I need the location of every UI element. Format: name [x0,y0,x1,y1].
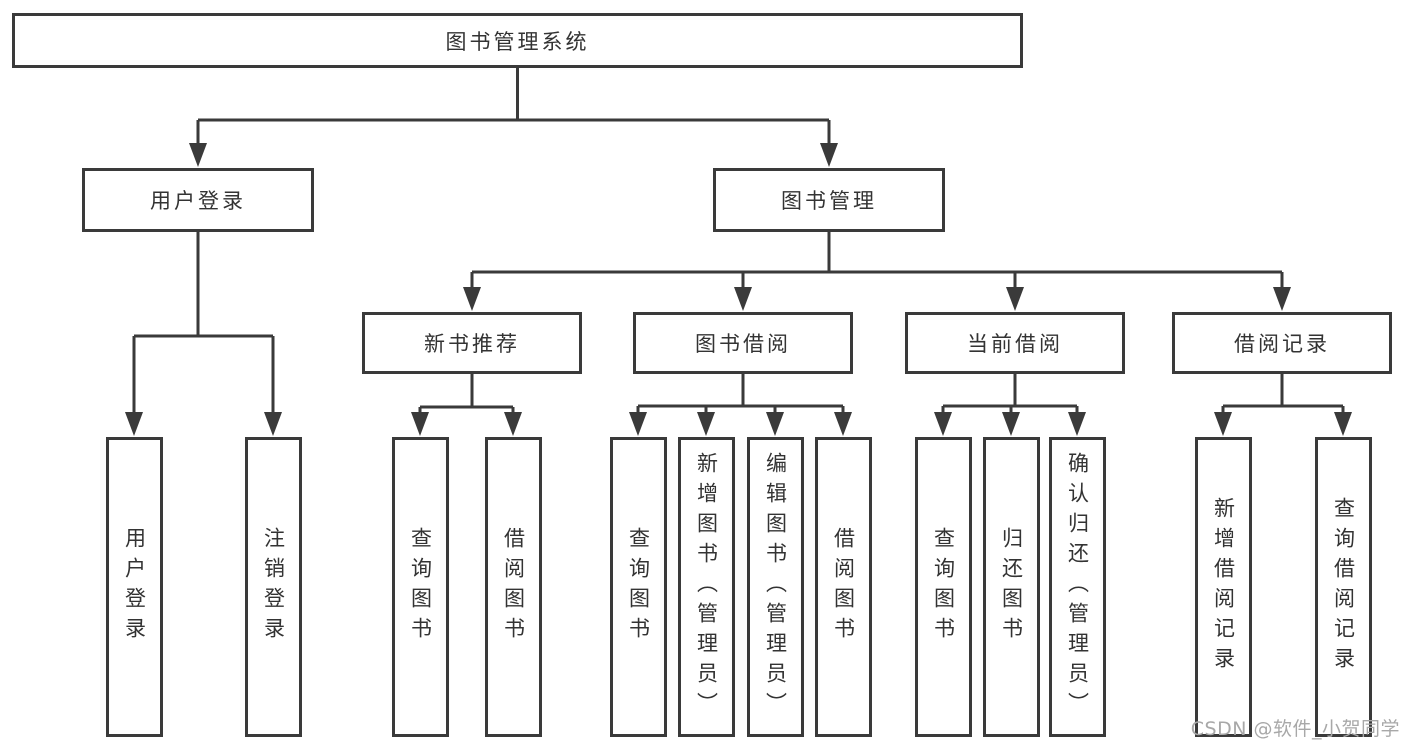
arrowhead [734,287,752,311]
leaf-label: 确认归还（管理员） [1065,452,1090,722]
node-label: 新书推荐 [424,332,520,356]
node-label: 当前借阅 [967,332,1063,356]
leaf-label: 归还图书 [999,527,1024,647]
arrowhead [820,143,838,167]
arrowhead [1002,412,1020,436]
leaf-query-borrow-record: 查询借阅记录 [1314,437,1372,737]
leaf-label: 新增借阅记录 [1211,497,1236,677]
leaf-label: 编辑图书（管理员） [763,452,788,722]
node-user-login: 用户登录 [82,168,314,232]
leaf-label: 注销登录 [261,527,286,647]
leaf-query-books-borrow: 查询图书 [609,437,667,737]
arrowhead [1006,287,1024,311]
arrowhead [125,412,143,436]
leaf-add-borrow-record: 新增借阅记录 [1194,437,1252,737]
arrowhead [463,287,481,311]
node-label: 借阅记录 [1234,332,1330,356]
arrowhead [1334,412,1352,436]
leaf-return-book: 归还图书 [982,437,1040,737]
node-label: 图书管理系统 [445,29,590,54]
node-current-borrow: 当前借阅 [905,312,1125,374]
leaf-label: 查询图书 [408,527,433,647]
leaf-edit-book-admin: 编辑图书（管理员） [746,437,804,737]
arrowhead [189,143,207,167]
leaf-query-books-recommend: 查询图书 [391,437,449,737]
node-borrow-records: 借阅记录 [1172,312,1392,374]
arrowhead [834,412,852,436]
leaf-borrow-books-recommend: 借阅图书 [484,437,542,737]
leaf-label: 借阅图书 [501,527,526,647]
leaf-user-login: 用户登录 [105,437,163,737]
leaf-label: 借阅图书 [831,527,856,647]
leaf-confirm-return-admin: 确认归还（管理员） [1048,437,1106,737]
arrowhead [1214,412,1232,436]
leaf-label: 查询图书 [931,527,956,647]
arrowhead [697,412,715,436]
node-label: 图书管理 [781,189,877,213]
node-label: 图书借阅 [695,332,791,356]
leaf-label: 新增图书（管理员） [694,452,719,722]
leaf-label: 用户登录 [122,527,147,647]
arrowhead [1273,287,1291,311]
arrowhead [629,412,647,436]
node-new-book-recommend: 新书推荐 [362,312,582,374]
arrowhead [264,412,282,436]
arrowhead [934,412,952,436]
arrowhead [766,412,784,436]
leaf-borrow-books: 借阅图书 [814,437,872,737]
node-book-management: 图书管理 [713,168,945,232]
leaf-query-books-current: 查询图书 [914,437,972,737]
node-book-borrow: 图书借阅 [633,312,853,374]
node-book-management-system: 图书管理系统 [12,13,1023,68]
leaf-logout: 注销登录 [244,437,302,737]
leaf-label: 查询图书 [626,527,651,647]
watermark: CSDN @软件_小贺同学 [1190,718,1400,740]
arrowhead [1068,412,1086,436]
leaf-label: 查询借阅记录 [1331,497,1356,677]
arrowhead [504,412,522,436]
node-label: 用户登录 [150,189,246,213]
leaf-add-book-admin: 新增图书（管理员） [677,437,735,737]
arrowhead [411,412,429,436]
